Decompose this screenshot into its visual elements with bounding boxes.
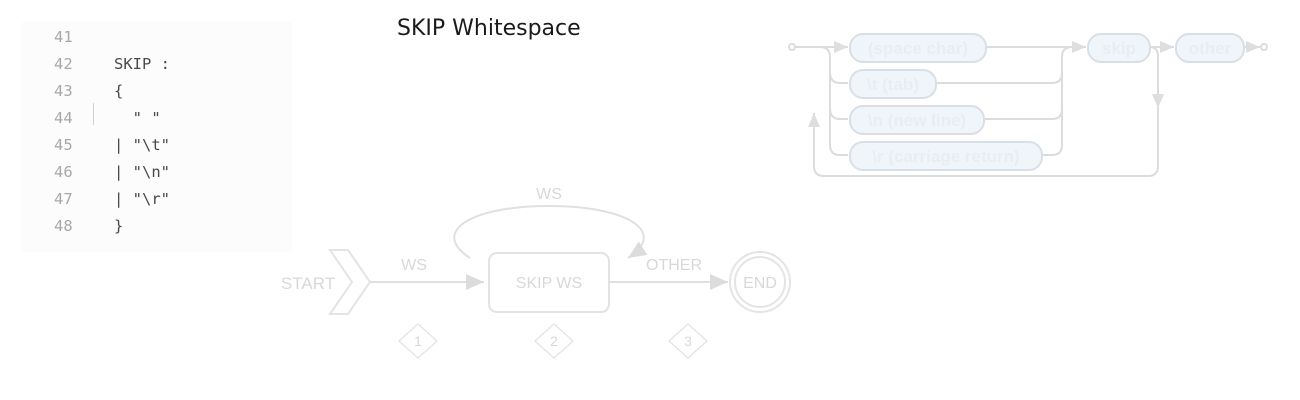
rr-label-tab: \t (tab) (867, 75, 919, 94)
step-diamond-1 (397, 322, 439, 360)
rail-skip-down (1149, 46, 1164, 108)
rail-left-branch (819, 46, 848, 156)
rail-left-tab (829, 71, 848, 84)
rr-node-other (1175, 33, 1245, 63)
rail-merge-newline (984, 57, 1063, 120)
end-label: END (743, 275, 777, 292)
edge-ws-label: WS (401, 257, 427, 274)
code-text: } (114, 217, 124, 235)
rail-repeat-loop (808, 95, 1159, 177)
rr-node-space (849, 33, 987, 63)
step-diamond-3 (667, 322, 709, 360)
line-number: 42 (54, 55, 73, 73)
start-label: START (281, 274, 335, 293)
indent-guide (93, 103, 94, 125)
rr-label-return: \r (carriage return) (872, 147, 1019, 166)
rail-start-node (788, 43, 796, 51)
rr-node-newline (849, 105, 985, 135)
rr-label-skip: skip (1102, 39, 1136, 58)
edge-ws-loop (453, 204, 648, 259)
rail-merge-return (1042, 46, 1073, 156)
code-text: | "\r" (114, 190, 170, 208)
code-text: { (114, 82, 124, 100)
start-chevron-shape (328, 249, 372, 315)
railroad-diagram (788, 41, 1268, 177)
rr-node-return (849, 141, 1043, 171)
step-number: 2 (550, 333, 558, 349)
code-text: SKIP : (114, 55, 170, 73)
edge-loop-label: WS (536, 186, 562, 203)
rr-label-other: other (1189, 39, 1232, 58)
edge-other-label: OTHER (646, 257, 702, 274)
rr-node-skip (1087, 33, 1151, 63)
code-text: | "\n" (114, 163, 170, 181)
end-inner-circle (734, 256, 786, 308)
line-number: 45 (54, 136, 73, 154)
line-number: 47 (54, 190, 73, 208)
line-number: 46 (54, 163, 73, 181)
code-text: " " (114, 109, 161, 127)
state-machine: START WS SKIP WS WS OTHER END 1 2 3 (281, 186, 791, 360)
line-number: 43 (54, 82, 73, 100)
rail-end-node (1260, 43, 1268, 51)
code-text: | "\t" (114, 136, 170, 154)
line-number: 44 (54, 109, 73, 127)
line-number: 41 (54, 28, 73, 46)
railroad-nodes: (space char) \t (tab) \n (new line) \r (… (849, 33, 1245, 171)
rail-left-newline (829, 107, 848, 120)
rr-label-newline: \n (new line) (868, 111, 966, 130)
code-panel: 41 42 SKIP : 43 { 44 " " 45 | "\t" 46 | … (22, 22, 292, 252)
step-number: 3 (684, 333, 692, 349)
state-skip-ws-label: SKIP WS (516, 275, 582, 292)
line-number: 48 (54, 217, 73, 235)
page-title: SKIP Whitespace (397, 16, 581, 41)
rr-node-tab (849, 69, 937, 99)
step-diamond-2 (533, 322, 575, 360)
rr-label-space: (space char) (868, 39, 968, 58)
step-number: 1 (414, 333, 422, 349)
